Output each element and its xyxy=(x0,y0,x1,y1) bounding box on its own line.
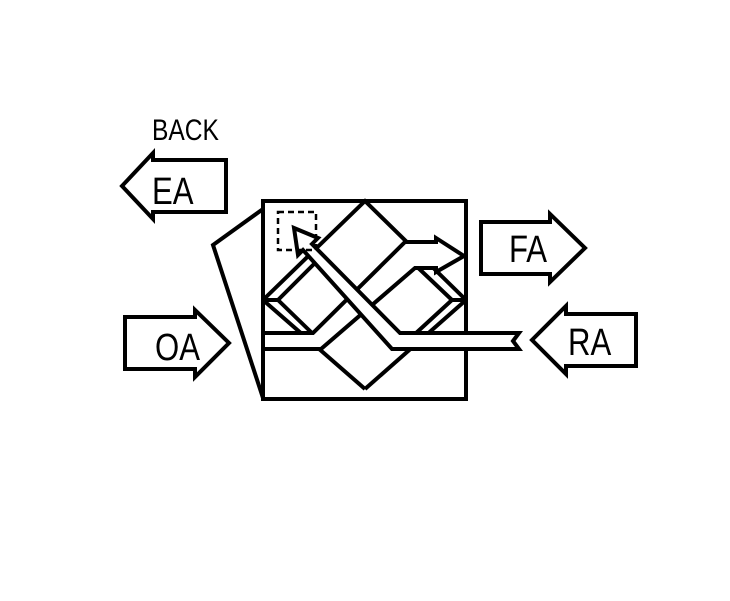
ra-label: RA xyxy=(568,322,612,364)
bypass-damper xyxy=(276,210,318,252)
oa-arrow-shape xyxy=(123,305,232,382)
ra-arrow-shape xyxy=(529,301,638,379)
exhaust-air-path xyxy=(291,224,523,351)
heat-recovery-unit xyxy=(210,198,523,401)
fa-arrow-shape xyxy=(479,209,588,287)
back-label: BACK xyxy=(152,113,219,147)
oa-arrow: OA xyxy=(123,305,232,382)
fa-label: FA xyxy=(509,229,548,271)
oa-label: OA xyxy=(155,327,201,369)
fa-arrow: FA xyxy=(479,209,588,287)
ea-arrow-shape xyxy=(119,147,228,225)
ea-arrow: EA xyxy=(119,147,228,225)
ea-label: EA xyxy=(152,171,194,213)
damper-flap xyxy=(210,207,265,399)
ra-arrow: RA xyxy=(529,301,638,379)
